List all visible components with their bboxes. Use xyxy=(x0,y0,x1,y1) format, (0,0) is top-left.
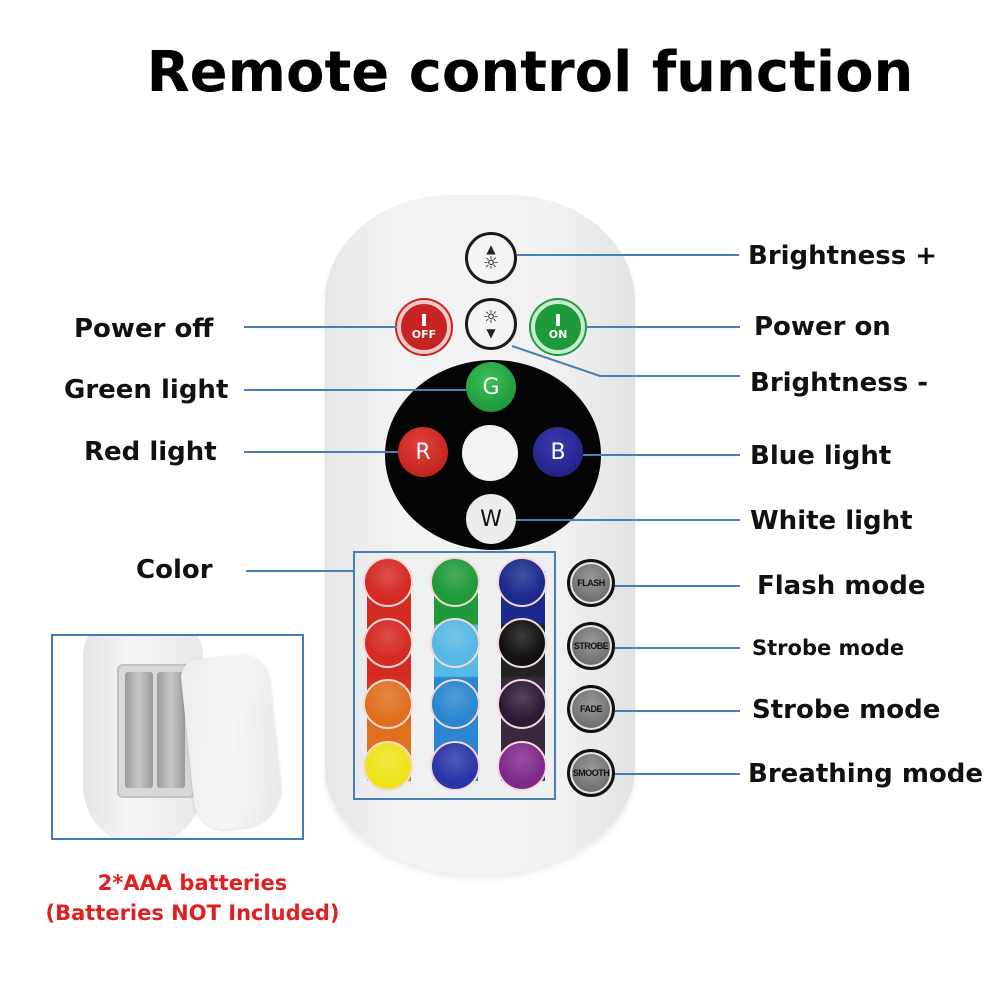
brightness-down-button[interactable]: ☼ ▼ xyxy=(465,298,517,350)
page-title: Remote control function xyxy=(146,40,914,105)
label-strobe-mode-1: Strobe mode xyxy=(752,636,905,660)
center-button[interactable] xyxy=(462,425,518,481)
color-swatch-button[interactable] xyxy=(430,679,480,729)
leader-line-strobe-1 xyxy=(615,647,740,649)
blue-button-label: B xyxy=(550,439,566,465)
smooth-button-label: SMOOTH xyxy=(572,768,610,778)
color-swatch-button[interactable] xyxy=(497,557,547,607)
color-swatch-button[interactable] xyxy=(430,741,480,791)
color-swatch-button[interactable] xyxy=(430,618,480,668)
label-brightness-down: Brightness - xyxy=(750,368,929,398)
color-swatch-button[interactable] xyxy=(430,557,480,607)
leader-line-color xyxy=(246,570,353,572)
sun-icon: ☼ xyxy=(482,307,500,328)
brightness-up-button[interactable]: ▲ ☼ xyxy=(465,232,517,284)
white-light-button[interactable]: W xyxy=(466,494,516,544)
battery-spring-left xyxy=(125,672,153,788)
leader-line-green xyxy=(244,389,466,391)
smooth-mode-button[interactable]: SMOOTH xyxy=(567,749,615,797)
label-flash-mode: Flash mode xyxy=(757,571,926,601)
leader-line-power-off xyxy=(244,326,397,328)
flash-mode-button[interactable]: FLASH xyxy=(567,559,615,607)
power-on-button[interactable]: ON xyxy=(531,300,585,354)
red-button-label: R xyxy=(415,439,431,465)
leader-line-power-on xyxy=(585,326,740,328)
label-power-off: Power off xyxy=(74,314,214,344)
color-swatch-button[interactable] xyxy=(497,679,547,729)
label-green-light: Green light xyxy=(64,375,229,405)
battery-spring-right xyxy=(157,672,185,788)
green-button-label: G xyxy=(482,374,500,400)
chevron-down-icon: ▼ xyxy=(486,326,496,340)
chevron-up-icon: ▲ xyxy=(486,242,496,256)
leader-line-breathing xyxy=(615,773,740,775)
power-off-text: OFF xyxy=(411,327,437,341)
color-swatch-button[interactable] xyxy=(363,741,413,791)
strobe-mode-button[interactable]: STROBE xyxy=(567,622,615,670)
battery-compartment-image xyxy=(51,634,304,840)
color-swatch-button[interactable] xyxy=(363,679,413,729)
battery-note-line1: 2*AAA batteries xyxy=(97,871,288,895)
battery-cover xyxy=(179,651,285,833)
battery-note: 2*AAA batteries (Batteries NOT Included) xyxy=(0,868,385,929)
color-swatch-button[interactable] xyxy=(363,618,413,668)
power-icon xyxy=(556,313,560,326)
blue-light-button[interactable]: B xyxy=(533,427,583,477)
label-brightness-up: Brightness + xyxy=(748,241,938,271)
flash-button-label: FLASH xyxy=(577,578,605,588)
leader-line-strobe-2 xyxy=(615,710,740,712)
fade-mode-button[interactable]: FADE xyxy=(567,685,615,733)
leader-line-blue xyxy=(583,454,740,456)
red-light-button[interactable]: R xyxy=(398,427,448,477)
leader-line-white xyxy=(516,519,740,521)
fade-button-label: FADE xyxy=(579,704,603,714)
color-swatch-button[interactable] xyxy=(363,557,413,607)
label-strobe-mode-2: Strobe mode xyxy=(752,695,941,725)
color-swatch-button[interactable] xyxy=(497,741,547,791)
label-blue-light: Blue light xyxy=(750,441,892,471)
label-power-on: Power on xyxy=(754,312,891,342)
label-white-light: White light xyxy=(750,506,913,536)
power-icon xyxy=(422,313,426,326)
sun-icon: ☼ xyxy=(482,253,500,274)
power-off-button[interactable]: OFF xyxy=(397,300,451,354)
leader-line-flash xyxy=(615,585,740,587)
strobe-button-label: STROBE xyxy=(573,641,609,651)
green-light-button[interactable]: G xyxy=(466,362,516,412)
color-swatch-button[interactable] xyxy=(497,618,547,668)
label-breathing-mode: Breathing mode xyxy=(748,759,984,789)
white-button-label: W xyxy=(480,506,502,532)
label-color: Color xyxy=(136,555,213,585)
label-red-light: Red light xyxy=(84,437,217,467)
battery-note-line2: (Batteries NOT Included) xyxy=(45,901,340,926)
leader-line-brightness-up xyxy=(517,254,739,256)
leader-line-red xyxy=(244,451,398,453)
power-on-text: ON xyxy=(548,327,568,341)
